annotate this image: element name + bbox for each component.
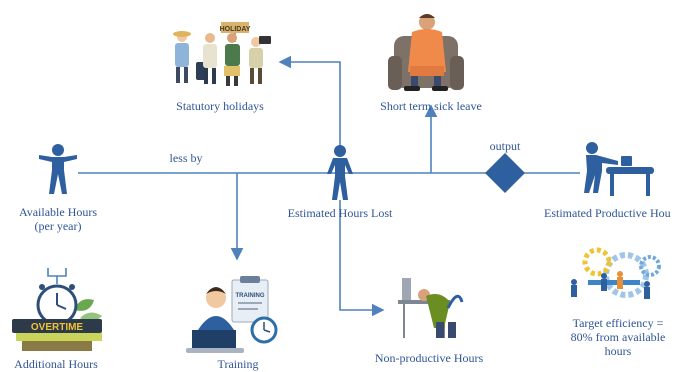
overtime-sign-text: OVERTIME [31,322,84,333]
training-illustration: TRAINING [186,276,278,353]
label-available-hours: Available Hours (per year) [12,205,104,233]
label-short-term-sick-leave: Short term sick leave [380,99,482,113]
arrow-to-holidays [278,55,341,148]
person-icon [39,144,77,194]
output-diamond [485,153,525,193]
holiday-sign-text: HOLIDAY [220,26,251,33]
available-hours-line1: Available Hours [18,205,98,219]
tired-worker-illustration [398,278,464,338]
available-hours-line2: (per year) [34,219,82,233]
overtime-clock-illustration: OVERTIME [12,284,102,351]
arrow-to-non-productive [339,200,385,317]
training-board-text: TRAINING [236,293,265,299]
bracket-to-overtime [47,268,67,277]
sick-person-illustration [388,14,464,91]
label-additional-hours: Additional Hours [14,357,98,371]
label-less-by: less by [169,151,203,165]
target-line2: 80% from available [570,330,666,344]
label-statutory-holidays: Statutory holidays [176,99,264,113]
target-line3: hours [604,344,632,358]
label-non-productive-hours: Non-productive Hours [374,351,484,365]
target-line1: Target efficiency = [572,316,664,330]
label-estimated-hours-lost: Estimated Hours Lost [287,206,393,220]
label-estimated-productive-hours: Estimated Productive Hou [544,206,671,220]
person-icon [327,145,353,200]
efficiency-gears-illustration [571,247,661,299]
holiday-group-illustration: HOLIDAY [173,22,271,86]
label-target-efficiency: Target efficiency = 80% from available h… [562,316,674,358]
machine-worker-icon [584,142,654,196]
label-output: output [489,139,521,153]
label-training: Training [217,357,259,371]
